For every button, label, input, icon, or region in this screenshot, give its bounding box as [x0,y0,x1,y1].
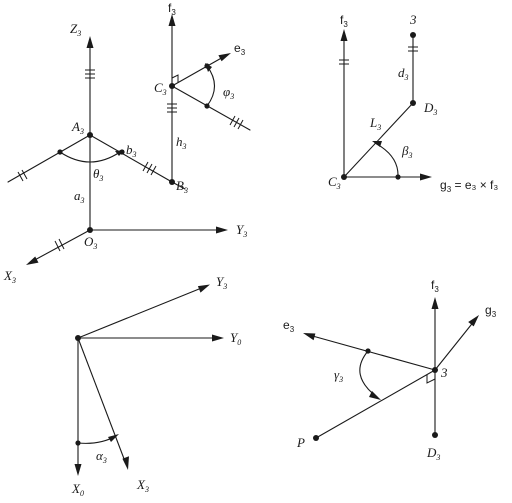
label-l3: L3 [369,115,381,132]
label-a3-point: A3 [71,119,84,136]
c3-lower-line [171,85,251,131]
g3-arrowhead [420,173,432,181]
z3-ticks [85,69,95,79]
point-phi-top [204,63,210,69]
label-g3-br: g3 [485,303,497,319]
e3-axis [171,55,226,87]
label-y3-bl: Y3 [216,274,227,291]
label-a3-length: a3 [74,188,85,205]
label-b3-length: b3 [126,142,137,159]
label-joint-3-tr: 3 [409,12,417,27]
label-f3-br: f3 [431,278,439,294]
point-phi-bottom [204,103,210,109]
point-gamma-start [365,348,371,354]
point-3-tr [410,32,416,38]
b3-ticks [142,161,157,176]
e3-arrowhead [218,53,231,62]
y3-axis-bl [77,286,205,339]
x3-axis [30,229,91,263]
label-beta3: β3 [401,143,412,160]
theta3-arc [59,151,121,163]
point-theta-left [57,149,63,155]
beta3-arrowhead [372,141,382,147]
label-h3: h3 [176,134,187,151]
panel-top-right: f3 3 d3 D3 L3 β3 C3 g3 = e₃ × f₃ [328,12,498,194]
y3-arrowhead [216,226,228,234]
label-theta3: θ3 [93,166,103,183]
point-c3 [169,83,175,89]
left-line-ticks [17,169,28,182]
label-e3-tl: e3 [234,41,246,57]
point-p [313,435,319,441]
label-gamma3: γ3 [334,367,343,384]
point-alpha-start [75,440,81,446]
x0-arrowhead [74,464,82,476]
right-angle-marker [171,74,179,83]
panel-bottom-right: f3 g3 e3 γ3 3 P D3 [283,278,497,462]
right-angle-marker-br [426,375,436,384]
f3-ticks [167,103,177,113]
label-f3-tl: f3 [168,1,176,17]
label-z3: Z3 [70,21,81,38]
point-d3-tr [410,100,416,106]
label-y0: Y0 [230,330,241,347]
phi3-arc [206,65,216,107]
point-c3-tr [341,174,347,180]
label-p: P [296,435,305,450]
f3-arrowhead-tr [340,29,348,41]
label-x0: X0 [71,481,84,498]
label-o3: O3 [84,234,97,251]
label-c3-tl: C3 [154,80,167,97]
y0-arrowhead [212,334,224,342]
x3-ticks [54,238,65,252]
label-alpha3: α3 [96,448,107,465]
l3-segment [343,102,414,178]
label-x3-bl: X3 [136,477,149,494]
d3-ticks [408,46,418,52]
g3-axis-br [434,319,476,371]
gamma3-arrowhead [369,391,381,400]
point-b3 [169,179,175,185]
label-joint-3-br: 3 [440,365,448,380]
x3-axis-bl [77,337,127,465]
p-line [315,369,436,439]
panel-top-left: Z3 f3 C3 e3 φ3 A3 b3 h3 θ3 B3 a3 O3 Y3 X… [3,1,251,285]
panel-bottom-left: Y3 Y0 α3 X0 X3 [71,274,241,498]
point-3-br [432,367,438,373]
beta3-arc [374,142,399,178]
point-theta-right [119,149,125,155]
b3-segment [89,134,173,183]
label-d3-length: d3 [398,65,409,82]
e3-arrowhead-br [303,333,316,341]
gamma3-arc [359,350,378,398]
z3-arrowhead [86,36,94,48]
y3-arrowhead-bl [197,284,210,293]
x3-arrowhead-bl [122,456,129,470]
label-d3-point: D3 [423,100,437,117]
point-o3 [87,227,93,233]
label-x3-tl: X3 [3,268,16,285]
f3-ticks-tr [339,59,349,65]
label-y3-tl: Y3 [236,222,247,239]
label-e3-br: e3 [283,318,295,334]
label-c3-tr: C3 [328,174,341,191]
label-f3-tr: f3 [340,13,348,29]
label-g3-equation: g3 = e₃ × f₃ [440,178,498,194]
label-b3-point: B3 [176,178,188,195]
f3-arrowhead [168,14,176,26]
lower-line-ticks [229,115,244,130]
point-a3 [87,132,93,138]
g3-arrowhead-br [468,315,479,327]
label-phi3: φ3 [223,84,234,101]
point-d3-br [432,432,438,438]
label-d3-br: D3 [426,445,440,462]
point-g-mark [395,174,401,180]
a3-common-normal [7,134,91,183]
x3-arrowhead [26,256,39,265]
f3-arrowhead-br [431,297,439,309]
point-origin-bl [75,335,81,341]
alpha3-arrowhead [108,434,119,442]
e3-axis-br [308,334,436,371]
